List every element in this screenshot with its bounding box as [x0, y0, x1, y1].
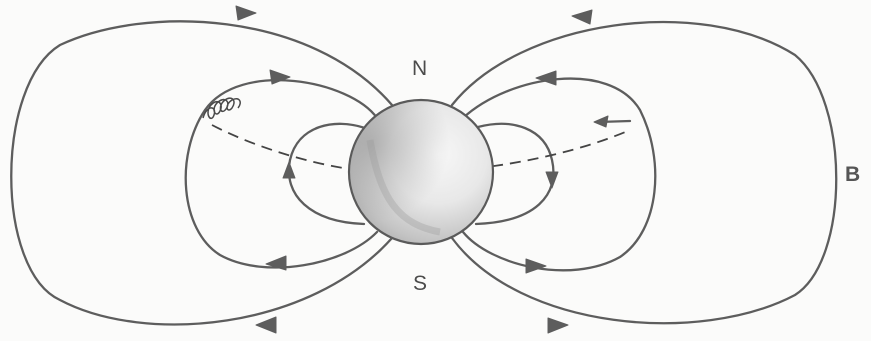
arrow-right-middle-top [535, 70, 557, 86]
arrow-left-middle-top [269, 69, 291, 85]
drift-arrowhead [593, 115, 609, 128]
planet-terminator-shadow [366, 139, 441, 236]
right-outer-field-line [450, 20, 838, 325]
planet-shading [350, 101, 492, 243]
left-inner-field-line [287, 122, 367, 226]
arrow-right-inner [545, 171, 559, 189]
arrow-left-inner [282, 161, 296, 179]
north-pole-label: N [412, 57, 428, 80]
arrow-left-outer-bottom [255, 316, 277, 334]
arrow-right-outer-top [571, 9, 593, 25]
arrow-left-middle-bottom [265, 255, 287, 271]
south-pole-label: S [413, 272, 428, 295]
left-middle-field-line [184, 79, 379, 269]
arrow-right-outer-bottom [547, 317, 569, 334]
trapped-particle-helix [202, 97, 241, 120]
arrow-right-middle-bottom [525, 258, 547, 274]
right-inner-field-line [474, 122, 555, 226]
arrow-left-outer-top [235, 5, 257, 21]
left-outer-field-line [10, 20, 394, 326]
magnetic-field-label: B [845, 163, 861, 186]
